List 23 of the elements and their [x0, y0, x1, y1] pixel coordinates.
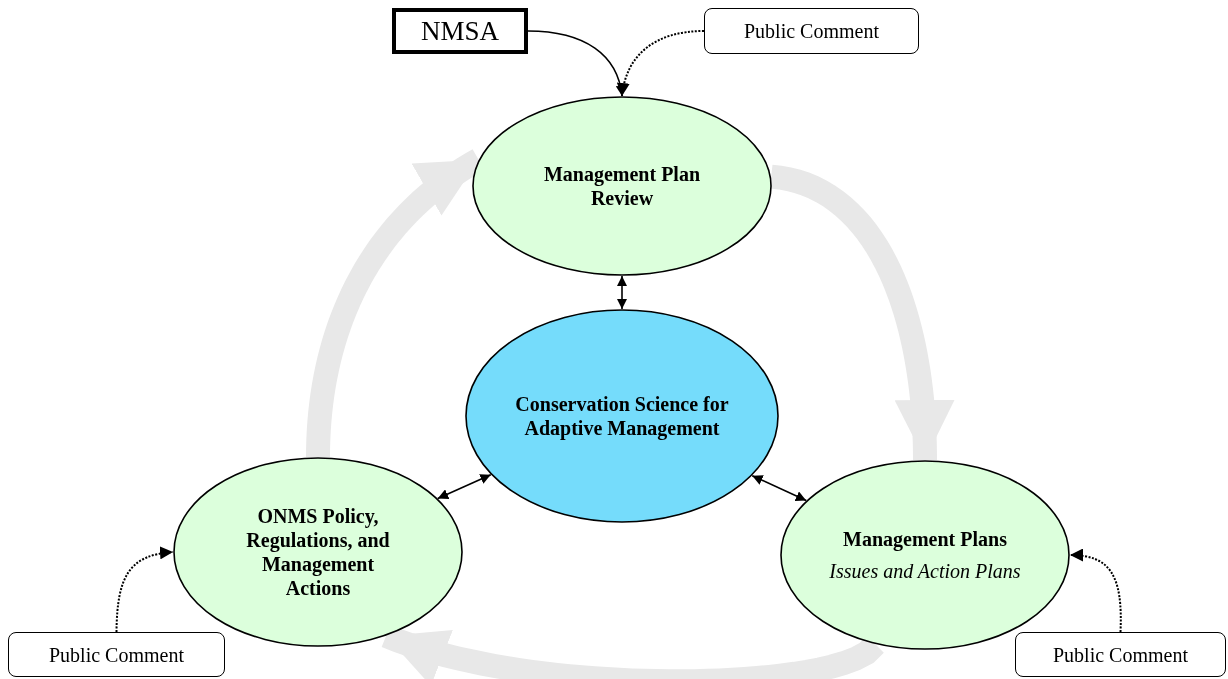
arrow — [751, 474, 807, 502]
process-box — [1015, 632, 1226, 677]
node-label: NMSA — [421, 14, 499, 48]
node-label: ONMS Policy, Regulations, and Management Actions — [245, 504, 391, 600]
arrow — [617, 30, 705, 97]
ellipse-node — [780, 460, 1070, 650]
node-label: Public Comment — [1053, 642, 1188, 667]
process-box — [704, 8, 919, 54]
node-label: Conservation Science for Adaptive Management — [514, 392, 730, 440]
node-label: Issues and Action Plans — [829, 559, 1021, 583]
arrow — [1069, 549, 1122, 633]
ellipse-node — [472, 96, 772, 276]
process-box — [8, 632, 225, 677]
node-label: Public Comment — [49, 642, 184, 667]
ellipse-node — [173, 457, 463, 647]
arrow — [616, 275, 628, 310]
arrow — [115, 546, 174, 633]
node-label: Management Plan Review — [542, 162, 702, 210]
ellipse-node — [465, 309, 779, 523]
process-box — [392, 8, 528, 54]
arrow — [436, 473, 492, 500]
node-label: Public Comment — [744, 19, 879, 43]
node-label: Management Plans — [843, 527, 1007, 551]
